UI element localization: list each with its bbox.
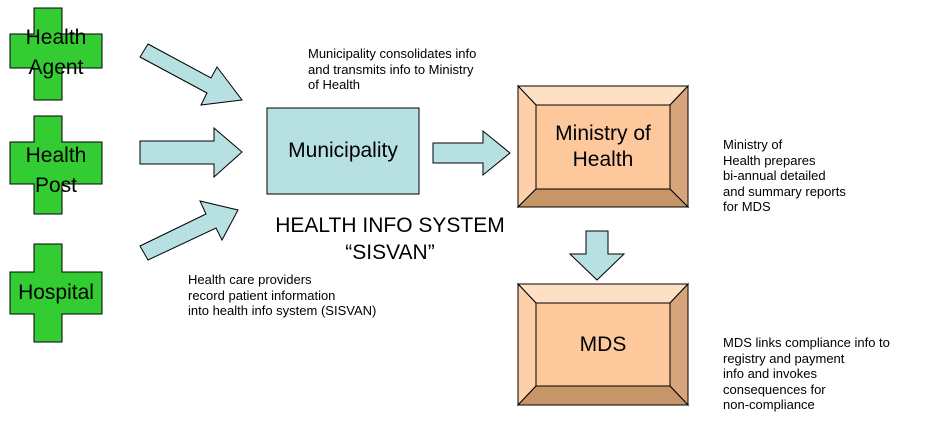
municipality-note-line-2: and transmits info to Ministry xyxy=(308,61,474,77)
ministry-label: Ministry of Health xyxy=(536,105,670,189)
health-post-label: Health Post xyxy=(10,141,102,201)
health-agent-label-line-2: Agent xyxy=(28,56,84,79)
arrow-hospital-to-municipality xyxy=(139,200,239,261)
ministry-note-line-5: for MDS xyxy=(723,199,771,214)
system-title-line-1: HEALTH INFO SYSTEM xyxy=(275,214,505,237)
mds-note-line-5: non-compliance xyxy=(723,397,815,412)
hospital-label: Hospital xyxy=(10,278,102,308)
system-title-line-2: “SISVAN” xyxy=(345,241,435,264)
providers-note-line-1: Health care providers xyxy=(188,272,312,287)
hospital-label-line-1: Hospital xyxy=(18,281,94,304)
mds-note-line-4: consequences for xyxy=(723,381,826,397)
providers-note-line-3: into health info system (SISVAN) xyxy=(188,303,377,318)
providers-note: Health care providers record patient inf… xyxy=(188,272,376,319)
mds-note: MDS links compliance info to registry an… xyxy=(723,335,890,413)
ministry-note-line-4: and summary reports xyxy=(723,183,846,199)
ministry-note-line-2: Health prepares xyxy=(723,152,816,168)
arrow-agent-to-municipality xyxy=(139,43,243,106)
ministry-label-line-2: Health xyxy=(572,148,634,171)
cross-hospital xyxy=(9,243,103,343)
mds-note-line-1: MDS links compliance info to xyxy=(723,335,890,350)
mds-note-line-3: info and invokes xyxy=(723,366,817,381)
municipality-note-line-3: of Health xyxy=(308,77,361,92)
municipality-box xyxy=(266,107,420,195)
cross-health-agent xyxy=(9,7,103,101)
mds-label: MDS xyxy=(579,332,627,356)
arrow-municipality-to-ministry xyxy=(432,129,511,177)
municipality-note: Municipality consolidates info and trans… xyxy=(308,46,476,93)
mds-box xyxy=(516,282,690,407)
cross-health-post xyxy=(9,115,103,215)
ministry-label-line-1: Ministry of xyxy=(555,122,651,145)
providers-note-line-2: record patient information xyxy=(188,287,336,303)
ministry-box xyxy=(516,84,690,209)
mds-note-line-2: registry and payment xyxy=(723,350,845,366)
health-post-label-line-2: Post xyxy=(34,174,78,197)
arrow-ministry-to-mds xyxy=(568,230,626,281)
arrow-post-to-municipality xyxy=(139,126,243,179)
health-post-label-line-1: Health xyxy=(25,144,87,167)
health-agent-label-line-1: Health xyxy=(25,26,87,49)
ministry-note-line-3: bi-annual detailed xyxy=(723,168,826,183)
municipality-label: Municipality xyxy=(288,139,398,162)
system-title: HEALTH INFO SYSTEM “SISVAN” xyxy=(244,212,536,266)
health-agent-label: Health Agent xyxy=(10,23,102,83)
municipality-note-line-1: Municipality consolidates info xyxy=(308,46,477,61)
ministry-note-line-1: Ministry of xyxy=(723,137,783,152)
ministry-note: Ministry of Health prepares bi-annual de… xyxy=(723,137,846,215)
